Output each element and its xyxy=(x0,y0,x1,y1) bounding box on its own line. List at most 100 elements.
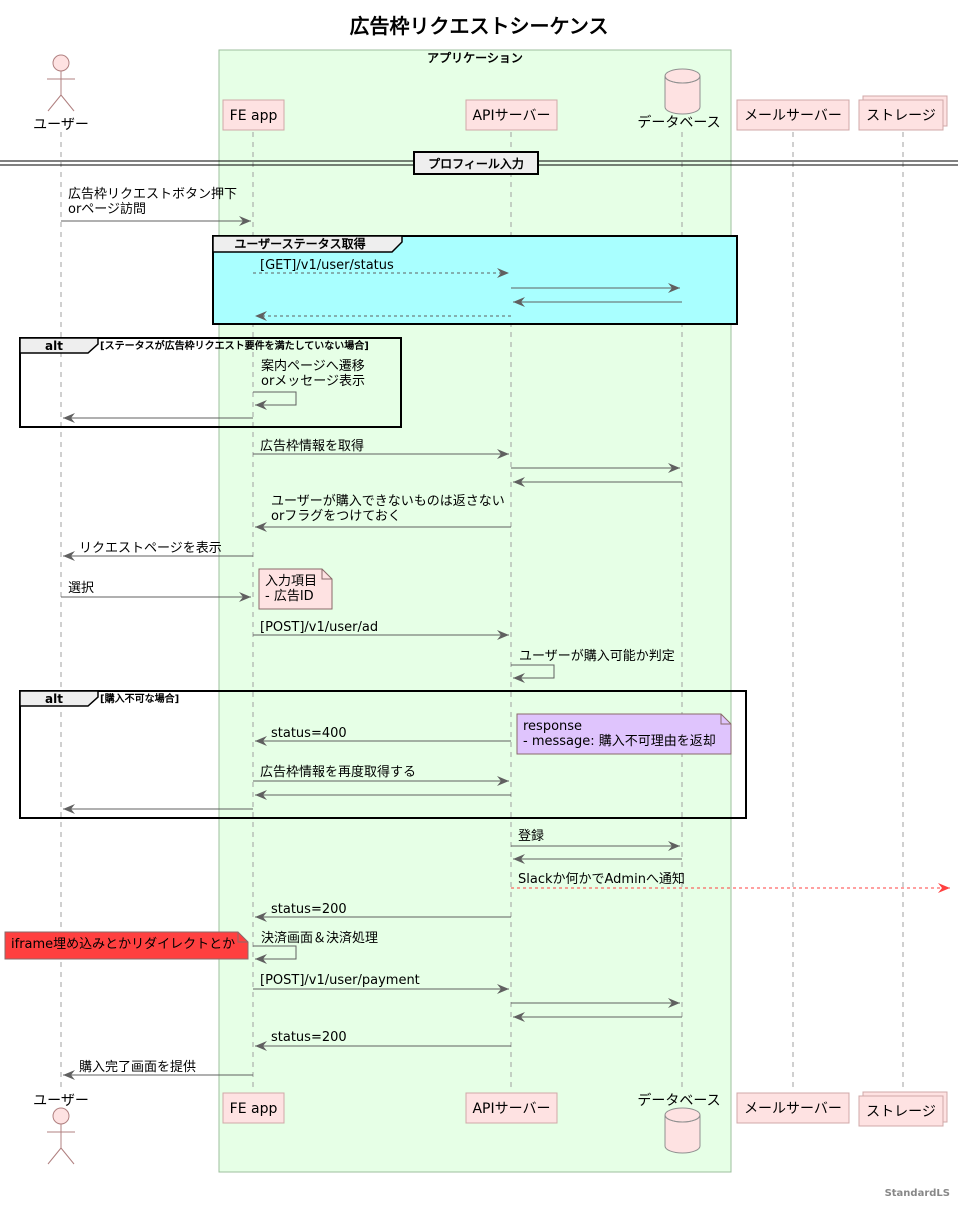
participant-label: FE app xyxy=(230,1101,278,1117)
group-tab xyxy=(212,235,403,253)
message-arrow xyxy=(513,854,682,864)
note-text: 入力項目 xyxy=(265,574,317,589)
message-arrow: status=200 xyxy=(255,1030,511,1051)
arrowhead xyxy=(239,592,251,602)
message-arrow: [GET]/v1/user/status xyxy=(253,258,509,278)
participant-label: メールサーバー xyxy=(744,1101,842,1117)
alt2-condition: [購入不可な場合] xyxy=(100,692,179,705)
database-icon xyxy=(664,1115,701,1154)
alt1-keyword: alt xyxy=(45,339,63,353)
note: iframe埋め込みとかリダイレクトとか xyxy=(4,931,249,960)
message-arrow xyxy=(63,804,253,814)
participant-label: ストレージ xyxy=(866,108,936,124)
notes: 入力項目- 広告ID response- message: 購入不可理由を返却 if… xyxy=(4,568,732,960)
message-label: リクエストページを表示 xyxy=(79,541,222,556)
arrowhead xyxy=(63,1070,75,1080)
message-arrow: 選択 xyxy=(61,581,251,602)
message-label: status=200 xyxy=(271,1030,347,1045)
actor-icon xyxy=(52,54,70,72)
arrowhead xyxy=(63,413,75,423)
message-arrow: 登録 xyxy=(511,829,680,851)
arrowhead xyxy=(255,311,267,321)
arrowhead xyxy=(255,736,267,746)
message-arrow xyxy=(511,998,680,1008)
participant-label: ユーザー xyxy=(33,1093,89,1109)
arrowhead xyxy=(513,673,525,683)
note-text: response xyxy=(523,719,582,734)
message-label: ユーザーが購入できないものは返さない xyxy=(271,494,505,509)
message-label: 広告枠情報を再度取得する xyxy=(260,764,416,780)
arrowhead xyxy=(255,954,267,964)
participant-label: FE app xyxy=(230,108,278,124)
message-label: 案内ページへ遷移 xyxy=(261,358,365,374)
message-arrow: status=200 xyxy=(255,902,511,922)
note: 入力項目- 広告ID xyxy=(258,568,333,610)
diagram-title: 広告枠リクエストシーケンス xyxy=(350,14,609,38)
divider-box xyxy=(413,151,539,175)
participant-label: ユーザー xyxy=(33,117,89,133)
message-arrow xyxy=(513,1012,682,1022)
message-label: status=400 xyxy=(271,726,347,741)
arrowhead xyxy=(497,776,509,786)
arrowhead xyxy=(513,297,525,307)
database-icon xyxy=(664,76,701,115)
participant-label: データベース xyxy=(637,1092,720,1109)
message-arrow: [POST]/v1/user/payment xyxy=(253,973,509,994)
participant-api: APIサーバー xyxy=(465,1092,558,1124)
alt2-keyword: alt xyxy=(45,692,63,706)
participant-api: APIサーバー xyxy=(465,99,558,131)
arrowhead xyxy=(255,522,267,532)
message-arrow xyxy=(513,477,682,487)
message-label: orメッセージ表示 xyxy=(261,374,365,389)
arrowhead xyxy=(497,984,509,994)
actor-icon xyxy=(52,1107,70,1125)
note-text: - message: 購入不可理由を返却 xyxy=(523,734,716,749)
message-arrow: 広告枠情報を取得 xyxy=(253,438,509,459)
alt2-frame xyxy=(19,690,747,819)
message-label: Slackか何かでAdminへ通知 xyxy=(518,871,685,887)
participant-user: ユーザー xyxy=(33,54,89,133)
arrowhead xyxy=(255,912,267,922)
divider-label: プロフィール入力 xyxy=(428,156,524,171)
arrowhead xyxy=(938,883,950,893)
messages: 広告枠リクエストボタン押下orページ訪問[GET]/v1/user/status… xyxy=(61,187,950,1080)
message-arrow: リクエストページを表示 xyxy=(63,541,253,561)
arrowhead xyxy=(497,630,509,640)
message-arrow xyxy=(511,463,680,473)
message-label: orページ訪問 xyxy=(68,201,146,217)
arrowhead xyxy=(513,854,525,864)
arrowhead xyxy=(63,551,75,561)
frames: プロフィール入力ユーザーステータス取得alt[ステータスが広告枠リクエスト要件を… xyxy=(0,151,958,819)
message-label: 購入完了画面を提供 xyxy=(79,1059,196,1075)
participant-fe: FE app xyxy=(222,99,285,131)
message-arrow: Slackか何かでAdminへ通知 xyxy=(511,871,950,893)
arrowhead xyxy=(63,804,75,814)
alt2-tab xyxy=(19,690,99,707)
arrowhead xyxy=(513,477,525,487)
message-arrow xyxy=(511,283,680,293)
participant-label: メールサーバー xyxy=(744,108,842,124)
arrowhead xyxy=(513,1012,525,1022)
message-label: 広告枠情報を取得 xyxy=(260,438,364,454)
message-label: status=200 xyxy=(271,902,347,917)
message-label: 決済画面＆決済処理 xyxy=(261,930,378,946)
arrowhead xyxy=(668,841,680,851)
message-arrow: 決済画面＆決済処理 xyxy=(253,930,378,964)
message-arrow: 広告枠情報を再度取得する xyxy=(253,764,509,786)
participant-mail: メールサーバー xyxy=(736,1092,850,1124)
footer-label: StandardLS xyxy=(885,1188,950,1199)
note: response- message: 購入不可理由を返却 xyxy=(516,713,732,755)
participant-db: データベース xyxy=(637,68,721,131)
arrowhead xyxy=(255,790,267,800)
participant-mail: メールサーバー xyxy=(736,99,850,131)
message-arrow: status=400 xyxy=(255,726,511,746)
application-box xyxy=(218,49,732,1173)
participant-label: データベース xyxy=(637,114,720,131)
participant-label: APIサーバー xyxy=(472,1101,550,1117)
arrowhead xyxy=(668,998,680,1008)
arrowhead xyxy=(497,268,509,278)
